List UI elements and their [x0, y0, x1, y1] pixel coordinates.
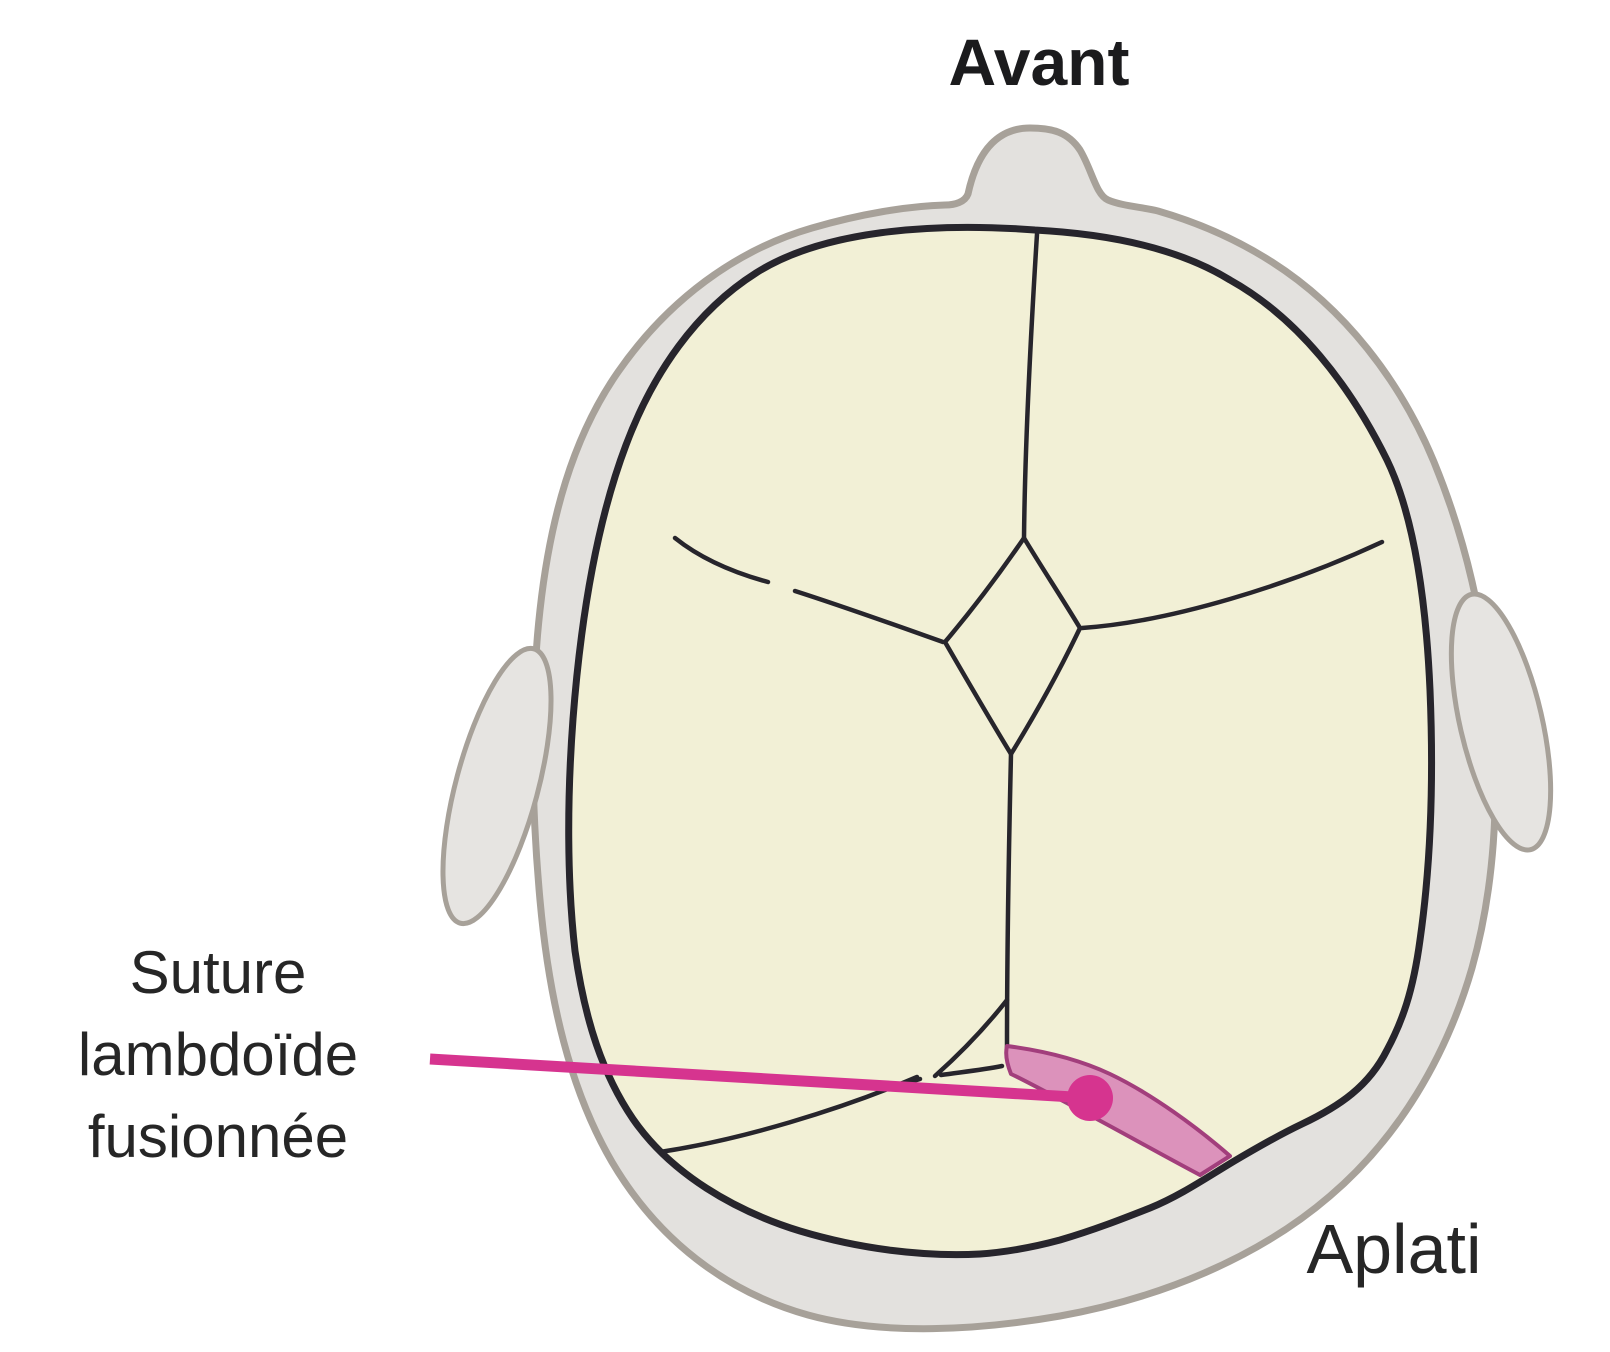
callout-dot: [1067, 1075, 1113, 1121]
posterior-fontanelle-base: [938, 1063, 1005, 1078]
coronal-suture-left-a: [672, 535, 771, 585]
skull-outline: [565, 223, 1436, 1259]
coronal-suture-right: [1079, 539, 1385, 631]
fused-suture-label: Suture lambdoïde fusionnée: [78, 939, 358, 1170]
coronal-suture-left-b: [792, 588, 946, 645]
sagittal-suture: [1004, 751, 1014, 1051]
flattened-label: Aplati: [1306, 1210, 1481, 1288]
callout-line: [429, 1053, 1091, 1104]
posterior-fontanelle-diagonal: [932, 997, 1010, 1079]
fused-suture-label-line1: Suture: [130, 939, 307, 1006]
ear-left: [440, 645, 554, 927]
fused-suture-label-line2: lambdoïde: [78, 1021, 358, 1088]
front-label: Avant: [949, 25, 1130, 99]
metopic-suture: [1021, 231, 1040, 541]
fused-suture-label-line3: fusionnée: [88, 1103, 348, 1170]
ear-right: [1448, 591, 1554, 853]
fused-lambdoid-suture-band: [1004, 1044, 1232, 1177]
